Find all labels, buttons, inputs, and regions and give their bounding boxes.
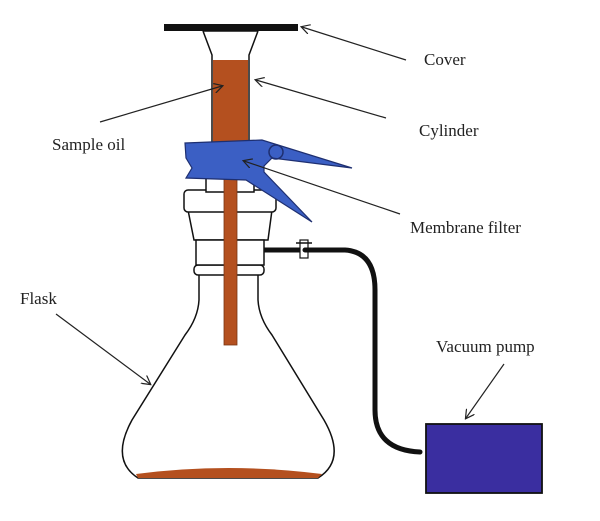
sample-oil-arrow xyxy=(99,86,222,123)
clamp xyxy=(184,139,353,223)
cover-arrow xyxy=(302,27,407,61)
sample-oil-column xyxy=(213,60,248,152)
label-flask: Flask xyxy=(20,289,57,308)
cylinder-arrow xyxy=(256,80,387,119)
label-sample-oil: Sample oil xyxy=(52,135,126,154)
vacuum-pump-box xyxy=(425,423,543,494)
clamp-pivot xyxy=(268,144,284,160)
pump-arrow xyxy=(466,363,505,418)
label-vacuum-pump: Vacuum pump xyxy=(436,337,535,356)
cylinder-funnel xyxy=(202,30,259,150)
cover-plate xyxy=(164,24,298,31)
label-cover: Cover xyxy=(424,50,466,69)
membrane-arrow xyxy=(244,161,401,215)
label-membrane-filter: Membrane filter xyxy=(410,218,521,237)
vacuum-tube xyxy=(302,247,423,455)
flask-oil-bottom xyxy=(136,468,322,478)
flask-arrow xyxy=(55,313,150,384)
label-cylinder: Cylinder xyxy=(419,121,479,140)
